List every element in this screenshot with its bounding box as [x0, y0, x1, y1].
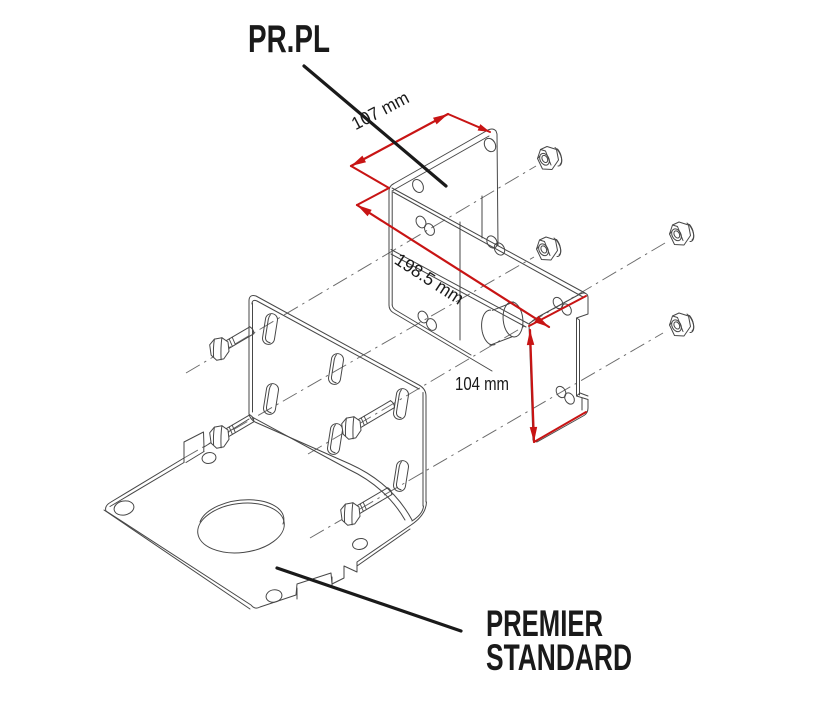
svg-text:PR.PL: PR.PL — [248, 18, 330, 61]
svg-text:STANDARD: STANDARD — [486, 636, 632, 678]
svg-text:PREMIER: PREMIER — [486, 602, 603, 644]
svg-text:104 mm: 104 mm — [455, 374, 509, 394]
